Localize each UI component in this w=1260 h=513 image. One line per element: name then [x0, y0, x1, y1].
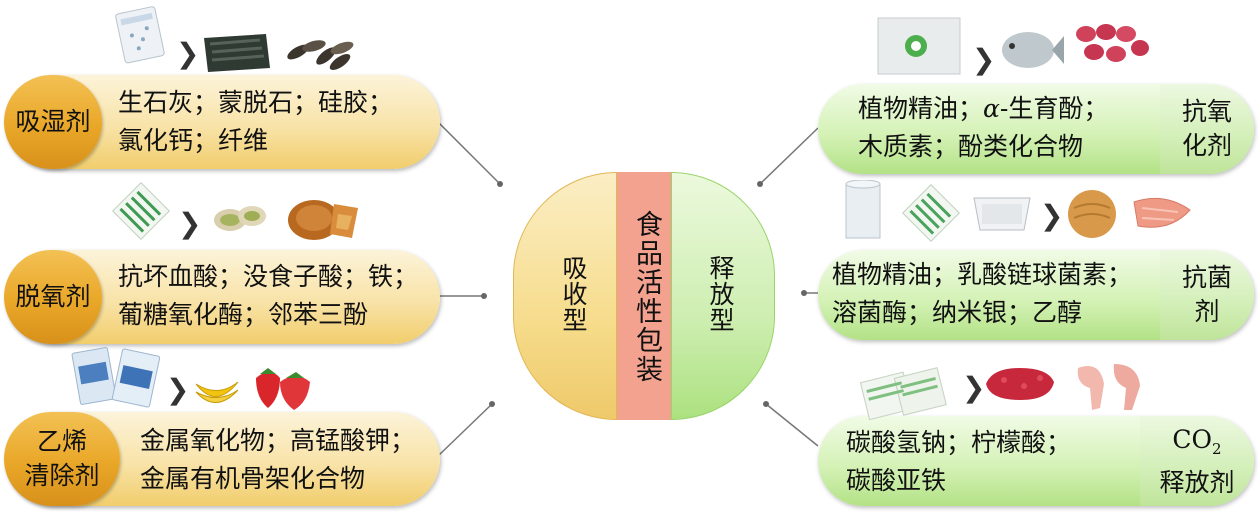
sunflower-seeds-icon [287, 40, 354, 71]
materials-line: 金属有机骨架化合物 [140, 464, 366, 493]
mooncake-icon [288, 200, 358, 240]
ethylene-scavenger-tag: 乙烯 清除剂 [4, 412, 120, 506]
materials-line: 碳酸氢钠；柠檬酸； [846, 428, 1072, 457]
antimicrobial-tag-line: 抗菌 [1181, 263, 1232, 292]
connector-ethylene [437, 403, 493, 457]
antimicrobial-pad-icon [902, 184, 960, 242]
oxygen-scavenger-materials: 抗坏血酸；没食子酸；铁； 葡糖氧化酶；邻苯三酚 [118, 258, 418, 334]
antioxidant-tag: 抗氧 化剂 [1160, 84, 1254, 174]
oxygen-scavenger-title: 脱氧剂 [15, 282, 91, 311]
ethylene-tag-line: 乙烯 [36, 427, 87, 456]
chevron-right-icon: ❯ [1040, 199, 1064, 232]
antimicrobial-materials: 植物精油；乳酸链球菌素； 溶菌酶；纳米银；乙醇 [832, 256, 1132, 332]
materials-line: 葡糖氧化酶；邻苯三酚 [118, 300, 369, 329]
antioxidant-tag-line: 化剂 [1181, 131, 1232, 160]
materials-line: 碳酸亚铁 [846, 466, 947, 495]
antimicrobial-tag: 抗菌 剂 [1160, 250, 1254, 340]
materials-line: 氯化钙；纤维 [118, 126, 269, 155]
moisture-absorber-materials: 生石灰；蒙脱石；硅胶； 氯化钙；纤维 [118, 84, 393, 160]
chevron-right-icon: ❯ [166, 373, 190, 406]
materials-line: 金属氧化物；高锰酸钾； [140, 426, 416, 455]
minced-meat-icon [986, 368, 1054, 400]
ethylene-absorber-packet-icon [71, 347, 117, 405]
seaweed-icon [204, 34, 270, 72]
chevron-right-icon: ❯ [972, 43, 996, 76]
connector-moisture [437, 121, 501, 185]
fish-icon [1002, 32, 1064, 68]
active-packaging-label: 食品活性包装 [631, 210, 662, 384]
film-roll-icon [845, 180, 881, 239]
materials-line: 溶菌酶；纳米银；乙醇 [832, 298, 1083, 327]
ethylene-absorber-packet-icon [111, 348, 161, 408]
ethylene-scavenger-materials: 金属氧化物；高锰酸钾； 金属有机骨架化合物 [140, 422, 415, 498]
strawberry-icon [256, 368, 310, 410]
connector-antioxidant [759, 127, 819, 185]
co2-emitter-materials: 碳酸氢钠；柠檬酸； 碳酸亚铁 [846, 424, 1071, 500]
materials-text: -生育酚； [999, 94, 1109, 123]
chicken-leg-icon [1077, 364, 1140, 410]
co2-tag-line: 释放剂 [1159, 467, 1235, 497]
banana-icon [195, 381, 239, 403]
antimicrobial-tag-line: 剂 [1194, 297, 1220, 326]
moisture-absorber-tag: 吸湿剂 [4, 75, 102, 169]
co2-tag-line: CO2 [1159, 423, 1234, 466]
materials-line: 生石灰；蒙脱石；硅胶； [118, 88, 394, 117]
co2-emitter-tag: CO2 释放剂 [1140, 416, 1254, 506]
food-tray-icon [973, 197, 1031, 231]
ethylene-tag-line: 清除剂 [24, 461, 100, 490]
oxygen-absorber-packet-icon [112, 182, 170, 240]
co2-subscript: 2 [1212, 439, 1222, 458]
releasing-type-label: 释放型 [706, 255, 735, 333]
pistachio-icon [214, 206, 266, 231]
active-packaging-block [617, 172, 671, 420]
connector-co2 [765, 403, 819, 447]
bread-icon [1068, 190, 1116, 238]
co2-text: CO [1172, 424, 1213, 454]
antioxidant-sachet-icon [877, 17, 961, 75]
chevron-right-icon: ❯ [178, 207, 202, 240]
desiccant-packet-icon [115, 6, 165, 64]
materials-line: 抗坏血酸；没食子酸；铁； [118, 262, 419, 291]
materials-text: 植物精油； [858, 94, 984, 123]
antioxidant-tag-line: 抗氧 [1181, 97, 1232, 126]
moisture-absorber-title: 吸湿剂 [15, 107, 91, 136]
antioxidant-materials: 植物精油；α-生育酚； 木质素；酚类化合物 [858, 90, 1108, 166]
absorbing-type-label: 吸收型 [559, 255, 588, 333]
alpha-symbol: α [983, 94, 1000, 123]
peanuts-icon [1076, 24, 1149, 62]
materials-line: 植物精油；乳酸链球菌素； [832, 260, 1133, 289]
oxygen-scavenger-tag: 脱氧剂 [4, 250, 102, 344]
salmon-icon [1133, 197, 1191, 228]
chevron-right-icon: ❯ [176, 37, 200, 70]
chevron-right-icon: ❯ [962, 371, 986, 404]
materials-line: 木质素；酚类化合物 [858, 132, 1084, 161]
co2-emitter-sachet-icon [859, 367, 947, 420]
